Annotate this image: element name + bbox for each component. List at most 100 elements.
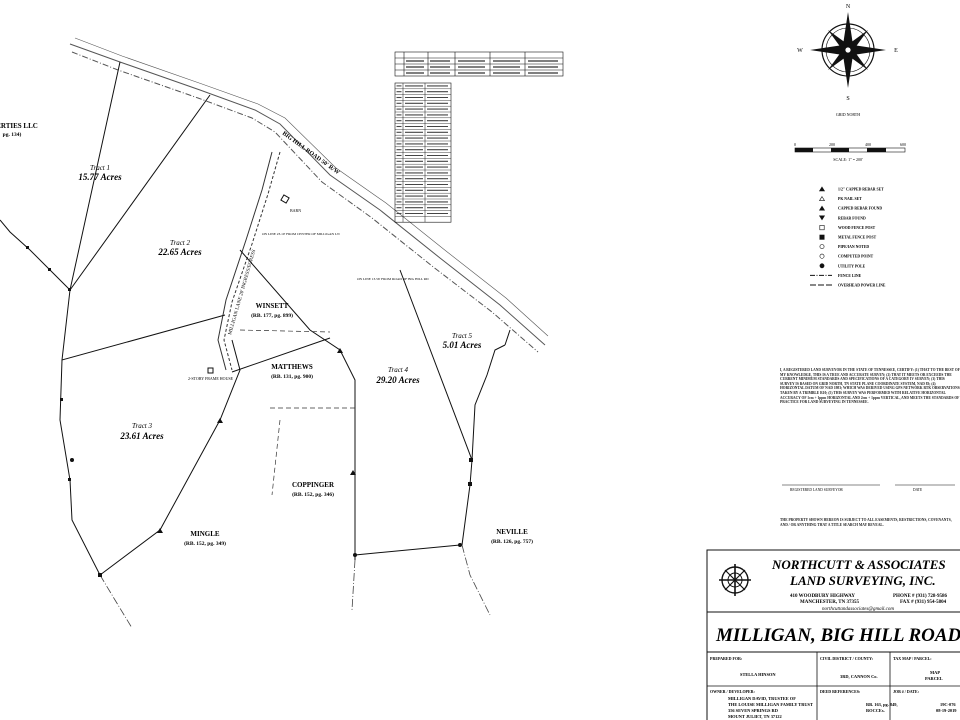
legend-label: 1/2" CAPPED REBAR SET bbox=[838, 188, 884, 192]
legend-symbol-icon bbox=[818, 186, 826, 192]
scale-ticks: 0 200 400 600 SCALE: 1" = 200' bbox=[794, 142, 906, 162]
deed-line-1: RB. 163, pg. 849, bbox=[866, 702, 898, 707]
tract5-acres: 5.01 Acres bbox=[443, 340, 482, 350]
job-label: JOB # / DATE: bbox=[893, 689, 919, 694]
adjoiner-properties: ERTIES LLC bbox=[0, 122, 38, 130]
adjoiner-neville-ref: (RB. 126, pg. 757) bbox=[491, 538, 533, 545]
compass-n: N bbox=[846, 4, 851, 10]
deed-line-2: ROCCEs. bbox=[866, 708, 885, 713]
certification-text: I, A REGISTERED LAND SURVEYOR IN THE STA… bbox=[780, 368, 960, 405]
adjoiner-mingle: MINGLE bbox=[190, 530, 220, 538]
milligan-lane bbox=[217, 151, 281, 371]
job-number: 19C-076 bbox=[940, 702, 956, 707]
job-date: 08-19-2019 bbox=[936, 708, 957, 713]
scale-tick-2: 400 bbox=[865, 142, 871, 147]
adjoiner-winsett-ref: (RB. 177, pg. 899) bbox=[251, 312, 293, 319]
owner-label: OWNER / DEVELOPER: bbox=[710, 689, 755, 694]
legend-symbol-icon bbox=[819, 253, 825, 259]
tract4-name: Tract 4 bbox=[388, 366, 409, 374]
adjoiner-matthews: MATTHEWS bbox=[271, 363, 313, 371]
legend-label: OVERHEAD POWER LINE bbox=[838, 284, 886, 288]
legend-label: WOOD FENCE POST bbox=[838, 226, 876, 230]
adjoiner-coppinger-ref: (RB. 152, pg. 346) bbox=[292, 491, 334, 498]
legend-label: METAL FENCE POST bbox=[838, 236, 877, 240]
adjoiner-matthews-ref: (RB. 131, pg. 900) bbox=[271, 373, 313, 380]
legend-label: COMPUTED POINT bbox=[838, 255, 874, 259]
tract4-acres: 29.20 Acres bbox=[375, 375, 420, 385]
legend-symbol-icon bbox=[819, 234, 825, 240]
legend-label: PIPE/IAN NOTED bbox=[838, 245, 869, 249]
owner-line-4: MOUNT JULIET, TN 37122 bbox=[728, 714, 782, 719]
legend-label: FENCE LINE bbox=[838, 274, 862, 278]
adjoiner-winsett: WINSETT bbox=[256, 302, 289, 310]
scale-tick-1: 200 bbox=[829, 142, 835, 147]
curve-table bbox=[394, 51, 564, 77]
centerline-note-1: ON LINE 23.10' FROM CENTER OF MILLIGAN L… bbox=[262, 232, 340, 236]
north-arrow-icon bbox=[810, 12, 886, 88]
disclaimer-block: THE PROPERTY SHOWN HEREON IS SUBJECT TO … bbox=[780, 518, 952, 527]
grid-north-label: GRID NORTH bbox=[836, 112, 860, 117]
barn-label: BARN bbox=[290, 208, 301, 213]
big-hill-road bbox=[69, 37, 549, 353]
legend-label: CAPPED REBAR FOUND bbox=[838, 207, 882, 211]
tract5-name: Tract 5 bbox=[452, 332, 473, 340]
fence-lines bbox=[99, 544, 491, 629]
owner-line-2: THE LOUISE MILLIGAN FAMILY TRUST bbox=[728, 702, 813, 707]
adjoiner-neville: NEVILLE bbox=[496, 528, 528, 536]
boundary-markers bbox=[26, 246, 473, 577]
project-title: MILLIGAN, BIG HILL ROAD bbox=[715, 625, 960, 646]
legend-symbol-icon bbox=[819, 263, 825, 269]
adjoiner-labels: WINSETT (RB. 177, pg. 899) MATTHEWS (RB.… bbox=[0, 122, 533, 547]
legend-label: UTILITY POLE bbox=[838, 264, 866, 268]
company-address-2: MANCHESTER, TN 37355 bbox=[800, 600, 859, 605]
company-fax: FAX # (931) 954-5804 bbox=[900, 600, 947, 605]
tract2-acres: 22.65 Acres bbox=[157, 247, 202, 257]
adjoiner-coppinger: COPPINGER bbox=[292, 481, 335, 489]
adjoiner-properties-ref: pg. 134) bbox=[3, 131, 22, 138]
compass-s: S bbox=[846, 96, 849, 102]
title-block: NORTHCUTT & ASSOCIATES LAND SURVEYING, I… bbox=[706, 549, 960, 720]
tract3-name: Tract 3 bbox=[132, 422, 153, 430]
owner-line-3: 356 SEVEN SPRINGS RD bbox=[728, 708, 778, 713]
deed-label: DEED REFERENCES: bbox=[820, 689, 860, 694]
district-value: 3RD, CANNON Co. bbox=[840, 674, 878, 679]
scale-tick-3: 600 bbox=[900, 142, 906, 147]
compass-e: E bbox=[894, 48, 898, 54]
legend-symbol-icon bbox=[818, 196, 826, 201]
compass-letters: N S E W GRID NORTH bbox=[797, 4, 898, 117]
company-address-1: 410 WOODBURY HIGHWAY bbox=[790, 594, 855, 599]
certification-block: I, A REGISTERED LAND SURVEYOR IN THE STA… bbox=[780, 368, 960, 405]
owner-line-1: MILLIGAN DAVID, TRUSTEE OF bbox=[728, 696, 796, 701]
scale-label: SCALE: 1" = 200' bbox=[833, 157, 863, 162]
barn-icon bbox=[280, 194, 290, 204]
district-label: CIVIL DISTRICT / COUNTY: bbox=[820, 656, 873, 661]
interior-dashed-lines bbox=[239, 329, 355, 496]
company-logo-icon bbox=[719, 564, 751, 596]
prepared-for-value: STELLA HINSON bbox=[740, 672, 776, 677]
house-icon bbox=[207, 367, 214, 374]
tract1-acres: 15.77 Acres bbox=[78, 172, 122, 182]
house-label: 2-STORY FRAME HOUSE bbox=[188, 376, 234, 381]
line-table bbox=[394, 82, 452, 223]
tract-labels: Tract 1 15.77 Acres Tract 2 22.65 Acres … bbox=[78, 164, 481, 441]
scale-tick-0: 0 bbox=[794, 142, 796, 147]
tract2-name: Tract 2 bbox=[170, 239, 191, 247]
map-value: MAP bbox=[930, 670, 940, 675]
company-name-1: NORTHCUTT & ASSOCIATES bbox=[771, 557, 946, 572]
scale-bar bbox=[794, 147, 906, 153]
tract3-acres: 23.61 Acres bbox=[119, 431, 164, 441]
legend-symbol-icon bbox=[818, 205, 826, 211]
company-name-2: LAND SURVEYING, INC. bbox=[789, 573, 936, 588]
curve-table-marks bbox=[406, 60, 558, 74]
legend-label: PK NAIL SET bbox=[838, 197, 862, 201]
signature-label: REGISTERED LAND SURVEYOR bbox=[790, 488, 843, 492]
adjoiner-mingle-ref: (RB. 152, pg. 349) bbox=[184, 540, 226, 547]
legend-symbol-icon bbox=[818, 215, 826, 221]
legend-label: REBAR FOUND bbox=[838, 216, 866, 220]
prepared-for-label: PREPARED FOR: bbox=[710, 656, 742, 661]
parcel-value: PARCEL bbox=[925, 676, 943, 681]
legend: 1/2" CAPPED REBAR SET PK NAIL SET CAPPED R… bbox=[810, 186, 886, 288]
tract1-name: Tract 1 bbox=[90, 164, 110, 172]
legend-symbol-icon bbox=[819, 225, 825, 231]
